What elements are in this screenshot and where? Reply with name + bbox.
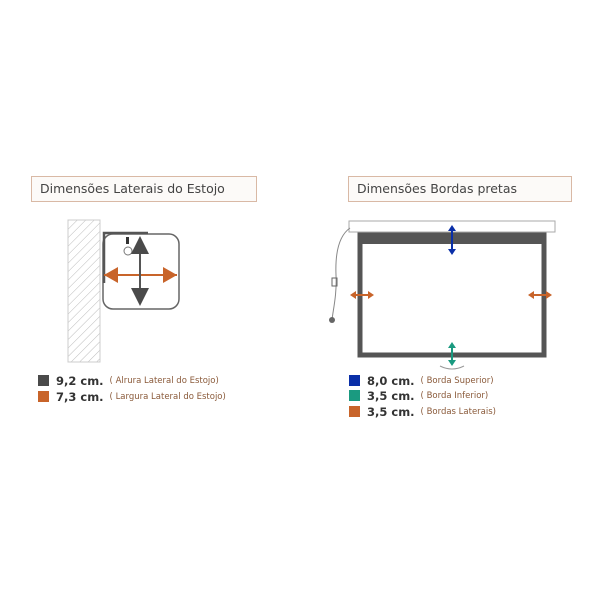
legend-value: 8,0 cm. bbox=[367, 373, 415, 388]
legend-note: ( Borda Inferior) bbox=[420, 390, 489, 401]
color-swatch bbox=[349, 406, 360, 417]
legend-value: 9,2 cm. bbox=[56, 373, 104, 388]
legend-item: 7,3 cm. ( Largura Lateral do Estojo) bbox=[38, 389, 226, 404]
legend-note: ( Borda Superior) bbox=[420, 375, 494, 386]
screen-illustration bbox=[329, 220, 556, 370]
legend-item: 9,2 cm. ( Alrura Lateral do Estojo) bbox=[38, 373, 219, 388]
legend-note: ( Alrura Lateral do Estojo) bbox=[109, 375, 219, 386]
legend-item: 3,5 cm. ( Bordas Laterais) bbox=[349, 404, 496, 419]
legend-item: 8,0 cm. ( Borda Superior) bbox=[349, 373, 494, 388]
legend-value: 7,3 cm. bbox=[56, 389, 104, 404]
left-section-title: Dimensões Laterais do Estojo bbox=[31, 176, 257, 202]
color-swatch bbox=[38, 375, 49, 386]
legend-value: 3,5 cm. bbox=[367, 404, 415, 419]
color-swatch bbox=[349, 375, 360, 386]
right-section-title: Dimensões Bordas pretas bbox=[348, 176, 572, 202]
case-side-illustration bbox=[67, 219, 180, 363]
legend-note: ( Largura Lateral do Estojo) bbox=[109, 391, 226, 402]
color-swatch bbox=[349, 390, 360, 401]
legend-value: 3,5 cm. bbox=[367, 388, 415, 403]
legend-item: 3,5 cm. ( Borda Inferior) bbox=[349, 388, 488, 403]
color-swatch bbox=[38, 391, 49, 402]
legend-note: ( Bordas Laterais) bbox=[420, 406, 496, 417]
